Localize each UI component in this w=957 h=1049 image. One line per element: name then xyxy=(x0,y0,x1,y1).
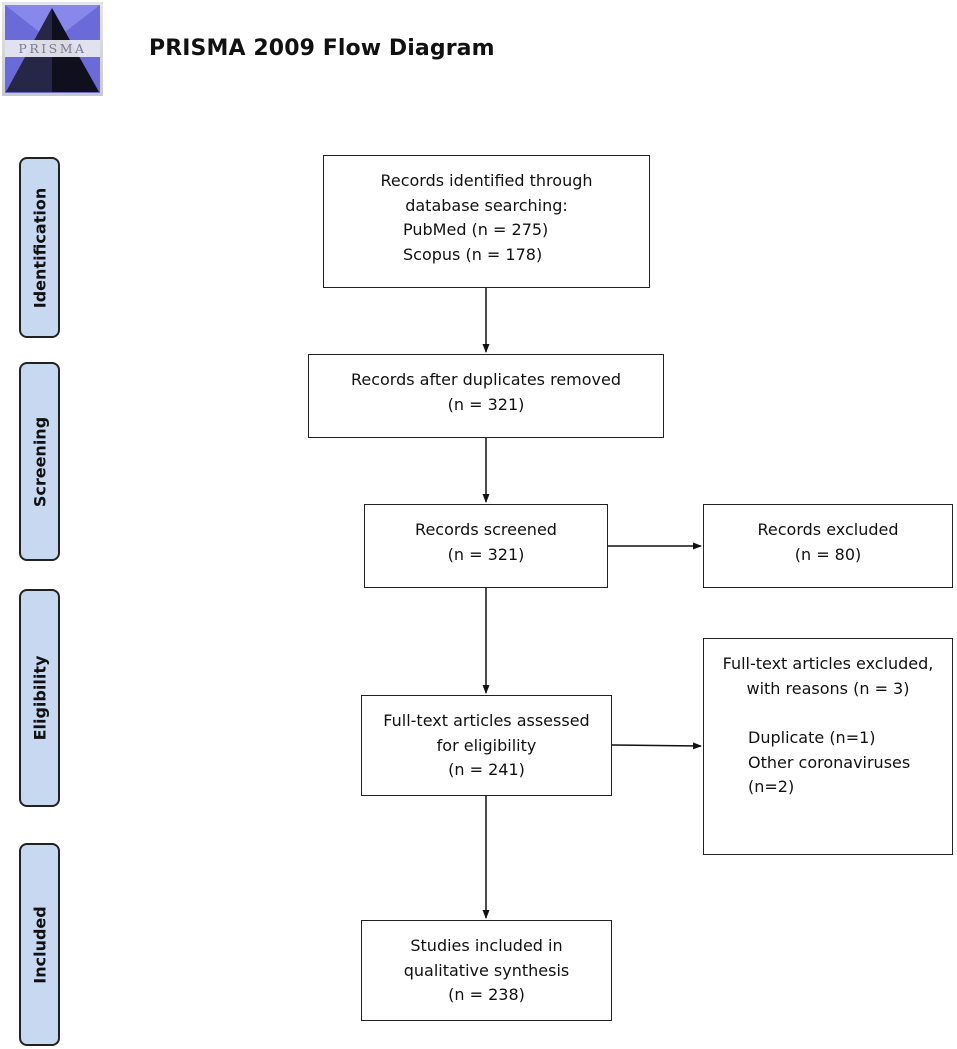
box-fulltext-excluded: Full-text articles excluded, with reason… xyxy=(703,638,953,855)
identified-line2: database searching: xyxy=(405,195,568,215)
logo-text: PRISMA xyxy=(18,41,86,56)
fulltext-excluded-line1: Full-text articles excluded, xyxy=(722,654,934,673)
prisma-logo: PRISMA xyxy=(2,2,103,96)
identified-line1: Records identified through xyxy=(380,171,593,190)
box-fulltext-assessed: Full-text articles assessed for eligibil… xyxy=(361,695,612,796)
screened-label: Records screened xyxy=(415,520,557,539)
fulltext-assessed-line2: for eligibility xyxy=(436,735,537,755)
identified-pubmed: PubMed (n = 275) xyxy=(403,220,549,239)
box-studies-included: Studies included in qualitative synthesi… xyxy=(361,920,612,1021)
stage-eligibility: Eligibility xyxy=(19,589,60,807)
box-records-identified: Records identified through database sear… xyxy=(323,155,650,288)
excluded-count: (n = 80) xyxy=(794,544,862,564)
box-duplicates-removed: Records after duplicates removed (n = 32… xyxy=(308,354,664,438)
screened-count: (n = 321) xyxy=(447,544,525,564)
excluded-label: Records excluded xyxy=(757,520,899,539)
fulltext-excluded-line2: with reasons (n = 3) xyxy=(746,678,910,698)
box-records-excluded: Records excluded (n = 80) xyxy=(703,504,953,588)
fulltext-assessed-count: (n = 241) xyxy=(448,760,525,779)
fulltext-excluded-reason-duplicate: Duplicate (n=1) xyxy=(748,728,876,747)
box-records-screened: Records screened (n = 321) xyxy=(364,504,608,588)
stage-screening: Screening xyxy=(19,362,60,561)
duplicates-count: (n = 321) xyxy=(447,394,525,414)
included-count: (n = 238) xyxy=(448,985,525,1004)
included-line1: Studies included in xyxy=(410,936,563,955)
stage-identification: Identification xyxy=(19,157,60,338)
identified-scopus: Scopus (n = 178) xyxy=(403,244,543,264)
stage-included: Included xyxy=(19,843,60,1046)
included-line2: qualitative synthesis xyxy=(403,960,570,980)
fulltext-excluded-reason-coronaviruses: Other coronaviruses xyxy=(748,752,911,772)
arrow-fulltext-to-excluded xyxy=(611,742,702,750)
duplicates-label: Records after duplicates removed xyxy=(350,370,622,389)
fulltext-excluded-reason-coronaviruses-count: (n=2) xyxy=(748,777,795,796)
fulltext-assessed-line1: Full-text articles assessed xyxy=(383,711,590,730)
page-title: PRISMA 2009 Flow Diagram xyxy=(149,36,495,61)
